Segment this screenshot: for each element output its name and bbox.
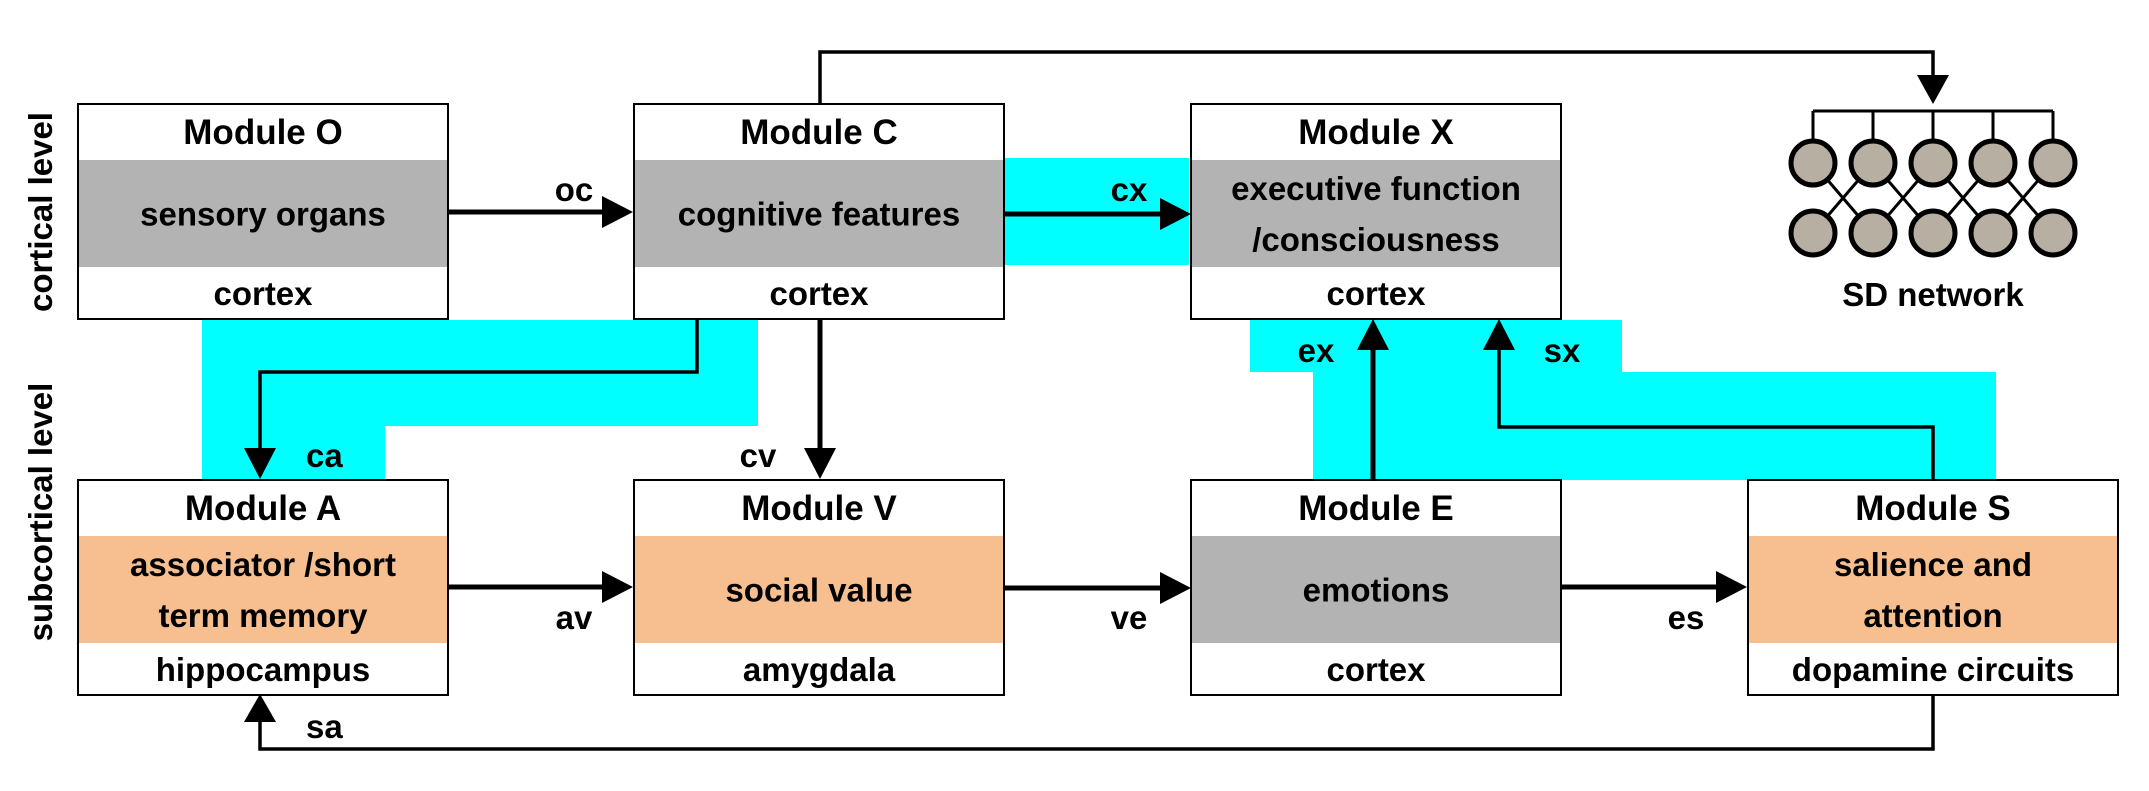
network-node — [1968, 208, 2018, 258]
module-c-band — [634, 160, 1004, 267]
edge-cx-arrowhead — [1160, 198, 1191, 230]
edge-sa-arrowhead — [244, 694, 276, 722]
module-c-region: cortex — [769, 275, 869, 312]
module-v: Module V social value amygdala — [633, 479, 1005, 696]
module-o-region: cortex — [213, 275, 313, 312]
highlight-x-bottom — [1250, 320, 1622, 372]
edge-cv-arrowhead — [804, 448, 836, 479]
edge-ca-arrowhead — [244, 448, 276, 479]
edge-oc-arrowhead — [602, 196, 633, 228]
network-nodes — [1788, 138, 2078, 258]
edge-label-ex: ex — [1298, 332, 1335, 369]
module-s-region: dopamine circuits — [1792, 651, 2074, 688]
network-node — [1848, 138, 1898, 188]
network-node — [1908, 138, 1958, 188]
edges-layer — [244, 50, 1949, 751]
edge-av-arrowhead — [602, 571, 633, 603]
module-x: Module X executive function/consciousness… — [1190, 103, 1562, 320]
edge-c-to-network-arrowhead — [1917, 75, 1949, 104]
cyan-highlight-regions — [202, 158, 1996, 480]
module-e-function-line: emotions — [1303, 572, 1450, 609]
network-node — [1908, 208, 1958, 258]
edge-label-oc: oc — [555, 171, 594, 208]
edge-label-sx: sx — [1544, 332, 1581, 369]
module-o-title: Module O — [183, 113, 342, 152]
network-node — [2028, 138, 2078, 188]
module-e: Module E emotions cortex — [1190, 479, 1562, 696]
edge-label-ca: ca — [306, 437, 343, 474]
module-x-band — [1191, 160, 1561, 267]
module-v-region: amygdala — [743, 651, 896, 688]
module-c-title: Module C — [740, 113, 897, 152]
edge-ve-arrowhead — [1160, 572, 1191, 604]
module-o-function-line: sensory organs — [140, 196, 386, 233]
edge-sa-line — [258, 695, 1935, 751]
module-v-band — [634, 536, 1004, 643]
edge-ex-arrowhead — [1357, 319, 1389, 350]
sd-network: SD network — [1788, 109, 2078, 313]
edge-es-arrowhead — [1716, 571, 1747, 603]
module-c: Module C cognitive features cortex — [633, 103, 1005, 320]
edge-label-ve: ve — [1111, 599, 1148, 636]
network-node — [1788, 138, 1838, 188]
module-c-function-line: cognitive features — [678, 196, 960, 233]
edge-sx-line — [1497, 350, 1935, 480]
module-x-function-line: /consciousness — [1252, 221, 1500, 258]
highlight-c-to-a-left — [202, 320, 385, 480]
module-a-band — [78, 536, 448, 643]
module-v-border — [633, 479, 1005, 696]
module-a-region: hippocampus — [156, 651, 371, 688]
edge-sx-arrowhead — [1483, 319, 1515, 350]
edge-label-cv: cv — [740, 437, 777, 474]
edge-label-cx: cx — [1111, 171, 1148, 208]
module-e-title: Module E — [1298, 489, 1454, 528]
modules-layer: Module O sensory organs cortex Module C cogn… — [77, 103, 2119, 696]
level-label-subcortical: subcortical level — [22, 383, 59, 642]
module-s-band — [1748, 536, 2118, 643]
module-s-function-line: attention — [1863, 597, 2002, 634]
module-a-function-line: term memory — [158, 597, 368, 634]
edge-label-es: es — [1668, 599, 1705, 636]
module-a: Module A associator /short term memory hipp… — [77, 479, 449, 696]
edge-c-to-network-line — [818, 50, 1935, 104]
module-x-border — [1190, 103, 1562, 320]
edge-ca-line — [258, 320, 699, 448]
module-x-region: cortex — [1326, 275, 1426, 312]
level-label-cortical: cortical level — [22, 112, 59, 312]
network-node — [1848, 208, 1898, 258]
network-node — [1788, 208, 1838, 258]
module-x-function-line: executive function — [1231, 170, 1521, 207]
module-v-function-line: social value — [725, 572, 912, 609]
module-e-band — [1191, 536, 1561, 643]
network-label: SD network — [1842, 276, 2024, 313]
module-s: Module S salience and attention dopamine ci… — [1747, 479, 2119, 696]
module-e-border — [1190, 479, 1562, 696]
level-labels: cortical level subcortical level — [22, 112, 59, 641]
edge-label-sa: sa — [306, 708, 343, 745]
module-x-title: Module X — [1298, 113, 1454, 152]
module-s-title: Module S — [1855, 489, 2011, 528]
module-o: Module O sensory organs cortex — [77, 103, 449, 320]
network-node — [2028, 208, 2078, 258]
edge-labels: oc cx ca cv av ve es ex sx sa — [306, 171, 1704, 745]
network-node — [1968, 138, 2018, 188]
module-s-function-line: salience and — [1834, 546, 2032, 583]
module-a-function-line: associator /short — [130, 546, 396, 583]
module-e-region: cortex — [1326, 651, 1426, 688]
edge-label-av: av — [556, 599, 593, 636]
module-o-band — [78, 160, 448, 267]
module-v-title: Module V — [741, 489, 897, 528]
module-a-title: Module A — [185, 489, 341, 528]
